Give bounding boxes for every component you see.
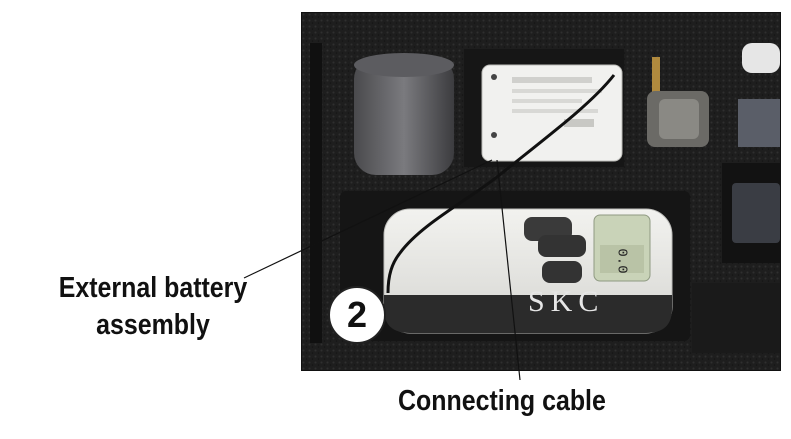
external-battery-callout-line2: assembly (96, 309, 210, 341)
cap-cylinder-image (354, 53, 454, 175)
device-brand-text: SKC (528, 285, 605, 318)
external-battery-callout: External battery assembly (24, 270, 282, 344)
external-battery-callout-line1: External battery (58, 272, 248, 304)
display-reading-text: 0.0 (613, 248, 630, 274)
step-number-badge: 2 (328, 286, 386, 344)
connecting-cable-callout: Connecting cable (398, 385, 606, 417)
pump-image (383, 208, 673, 334)
battery-pack-image (481, 64, 623, 162)
fitting-image (647, 57, 709, 147)
